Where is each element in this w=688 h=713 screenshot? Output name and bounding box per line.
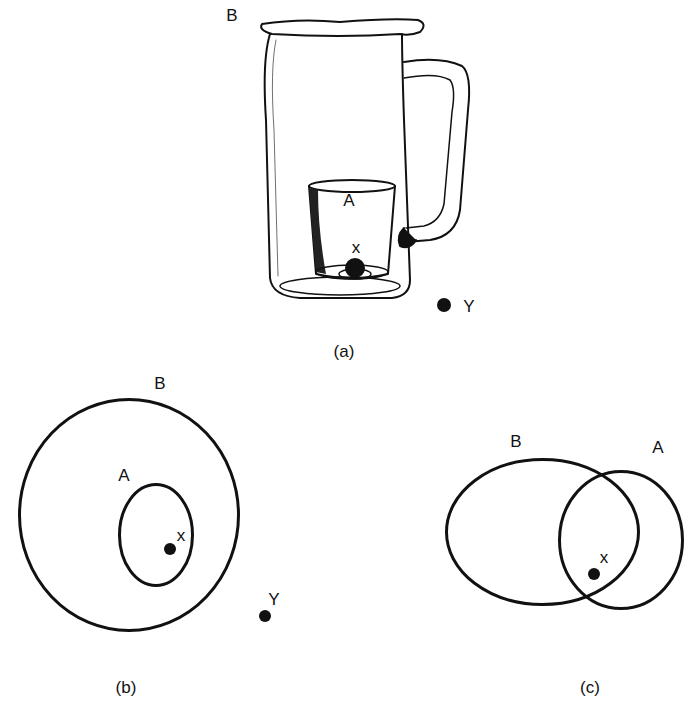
panel-caption: (c) [580, 678, 600, 698]
element-label: x [352, 238, 361, 258]
element-label: A [343, 191, 354, 211]
element-label: Y [463, 297, 474, 317]
ball-dot [437, 298, 451, 312]
set-label: B [154, 374, 165, 394]
set-ellipse: B [445, 458, 640, 606]
element-label: x [600, 548, 609, 568]
set-ellipse: BA [18, 398, 240, 632]
panel-caption: (b) [116, 678, 137, 698]
element-dot [259, 610, 271, 622]
ellipse-outline [558, 470, 684, 610]
element-dot [164, 543, 176, 555]
ellipse-outline [18, 398, 240, 632]
panel-caption: (a) [334, 342, 355, 362]
element-label: Y [268, 590, 279, 610]
set-ellipse: A [558, 470, 684, 610]
element-label: B [226, 6, 237, 26]
set-label: B [510, 432, 521, 452]
ellipse-outline [445, 458, 640, 606]
element-dot [588, 568, 600, 580]
element-label: x [177, 526, 186, 546]
set-label: A [118, 466, 129, 486]
set-label: A [652, 438, 663, 458]
pitcher-drawing [261, 19, 469, 298]
